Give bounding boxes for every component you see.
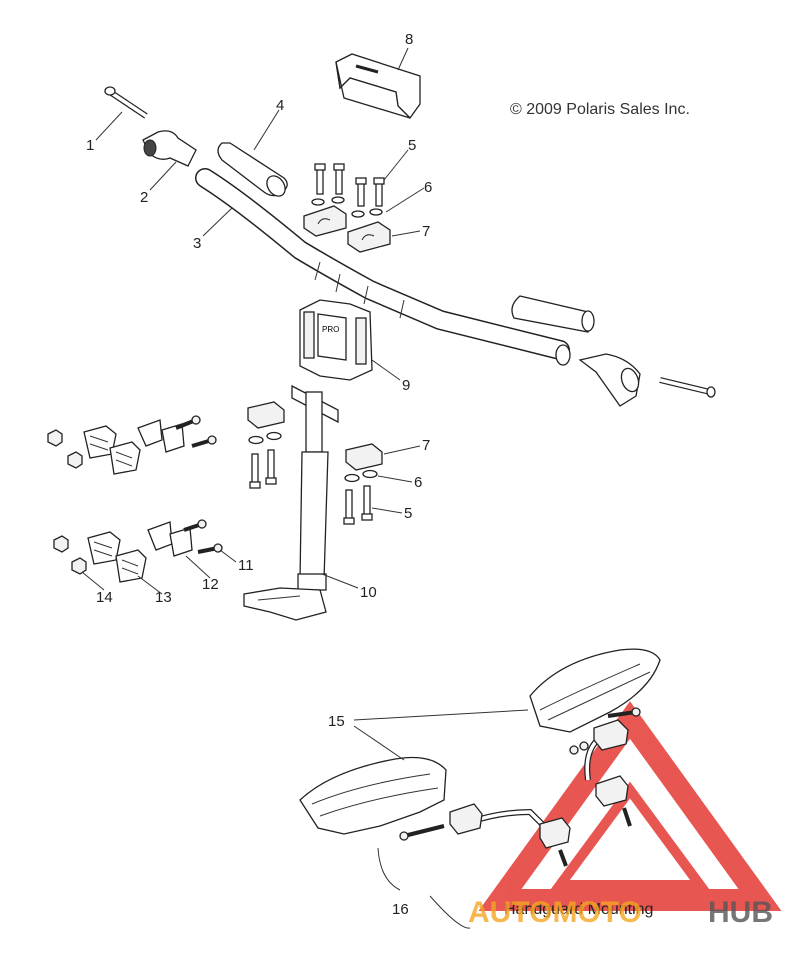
callout-labels: 1 2 3 4 5 6 7 8 9 7 6 5 10 11 12 13 14 1…	[86, 31, 432, 918]
handguard-icon	[299, 756, 447, 835]
clip-icon	[115, 549, 147, 583]
clamp-icon	[595, 775, 629, 807]
callout-11: 11	[238, 557, 254, 574]
handguard-mounting-caption: Handguard Mounting	[504, 901, 653, 918]
clip-icon	[87, 531, 121, 565]
steering-post-icon	[243, 384, 339, 621]
lower-clip-group	[53, 519, 223, 583]
callout-4: 4	[276, 97, 284, 114]
bolt-icon	[183, 519, 207, 532]
grip-icon	[217, 142, 288, 197]
lower-clamp-hardware	[247, 401, 383, 525]
bolt-icon	[373, 177, 385, 207]
washer-icon	[344, 469, 378, 483]
callout-9: 9	[402, 377, 410, 394]
washer-icon	[248, 431, 282, 445]
bolt-icon	[622, 807, 632, 827]
nut-icon	[71, 557, 87, 575]
bolt-icon	[175, 415, 201, 430]
callout-10: 10	[360, 584, 377, 601]
bar-clamp-icon: PRO	[299, 299, 373, 381]
bolt-icon	[361, 485, 373, 521]
callout-16: 16	[392, 901, 409, 918]
clamp-icon	[593, 719, 629, 751]
clamp-icon	[303, 205, 347, 237]
callout-5-lower: 5	[404, 505, 412, 522]
bolt-icon	[558, 849, 568, 867]
bolt-icon	[197, 543, 223, 554]
bolt-icon	[191, 435, 217, 448]
bar-end-icon	[578, 353, 641, 407]
handguard-mount-icon	[399, 707, 641, 867]
bar-end-icon	[142, 130, 197, 167]
watermark-text: AUTOMOTO HUB	[468, 896, 773, 929]
watermark-part2: HUB	[708, 896, 773, 929]
callout-7: 7	[422, 223, 430, 240]
bracket-icon	[147, 521, 193, 557]
watermark-part1: AUTOMOTO	[468, 896, 642, 929]
bolt-icon	[265, 449, 277, 485]
handlebar-icon	[195, 168, 571, 366]
nut-icon	[47, 429, 63, 447]
clamp-icon	[247, 401, 285, 429]
watermark-logo-icon	[478, 701, 782, 911]
copyright-text: © 2009 Polaris Sales Inc.	[510, 101, 690, 118]
bolt-icon	[104, 86, 148, 119]
washer-icon	[311, 196, 383, 218]
callout-3: 3	[193, 235, 201, 252]
crossbar-pad-icon	[335, 53, 421, 120]
callout-6-lower: 6	[414, 474, 422, 491]
clip-icon	[83, 425, 117, 459]
upper-clamp-hardware	[303, 163, 391, 253]
clip-icon	[109, 441, 141, 475]
nut-icon	[53, 535, 69, 553]
callout-13: 13	[155, 589, 172, 606]
bracket-icon	[137, 419, 185, 453]
callout-5: 5	[408, 137, 416, 154]
handguard-icon	[529, 648, 661, 733]
bolt-icon	[399, 824, 445, 841]
clamp-icon	[345, 443, 383, 471]
callout-14: 14	[96, 589, 113, 606]
bolt-icon	[314, 163, 326, 195]
callout-12: 12	[202, 576, 219, 593]
svg-text:PRO: PRO	[322, 325, 339, 334]
bolt-icon	[343, 489, 355, 525]
grip-icon	[511, 295, 595, 333]
bolt-icon	[333, 163, 345, 195]
callout-15: 15	[328, 713, 345, 730]
clamp-icon	[347, 221, 391, 253]
clamp-icon	[539, 817, 571, 849]
callout-7-lower: 7	[422, 437, 430, 454]
bolt-icon	[355, 177, 367, 207]
leader-lines	[81, 47, 529, 929]
bolt-icon	[607, 707, 641, 718]
upper-clip-group	[47, 415, 217, 475]
washer-icon	[569, 741, 589, 755]
clamp-icon	[449, 803, 483, 835]
callout-6: 6	[424, 179, 432, 196]
callout-1: 1	[86, 137, 94, 154]
bolt-icon	[659, 377, 716, 398]
bolt-icon	[249, 453, 261, 489]
callout-2: 2	[140, 189, 148, 206]
nut-icon	[67, 451, 83, 469]
callout-8: 8	[405, 31, 413, 48]
